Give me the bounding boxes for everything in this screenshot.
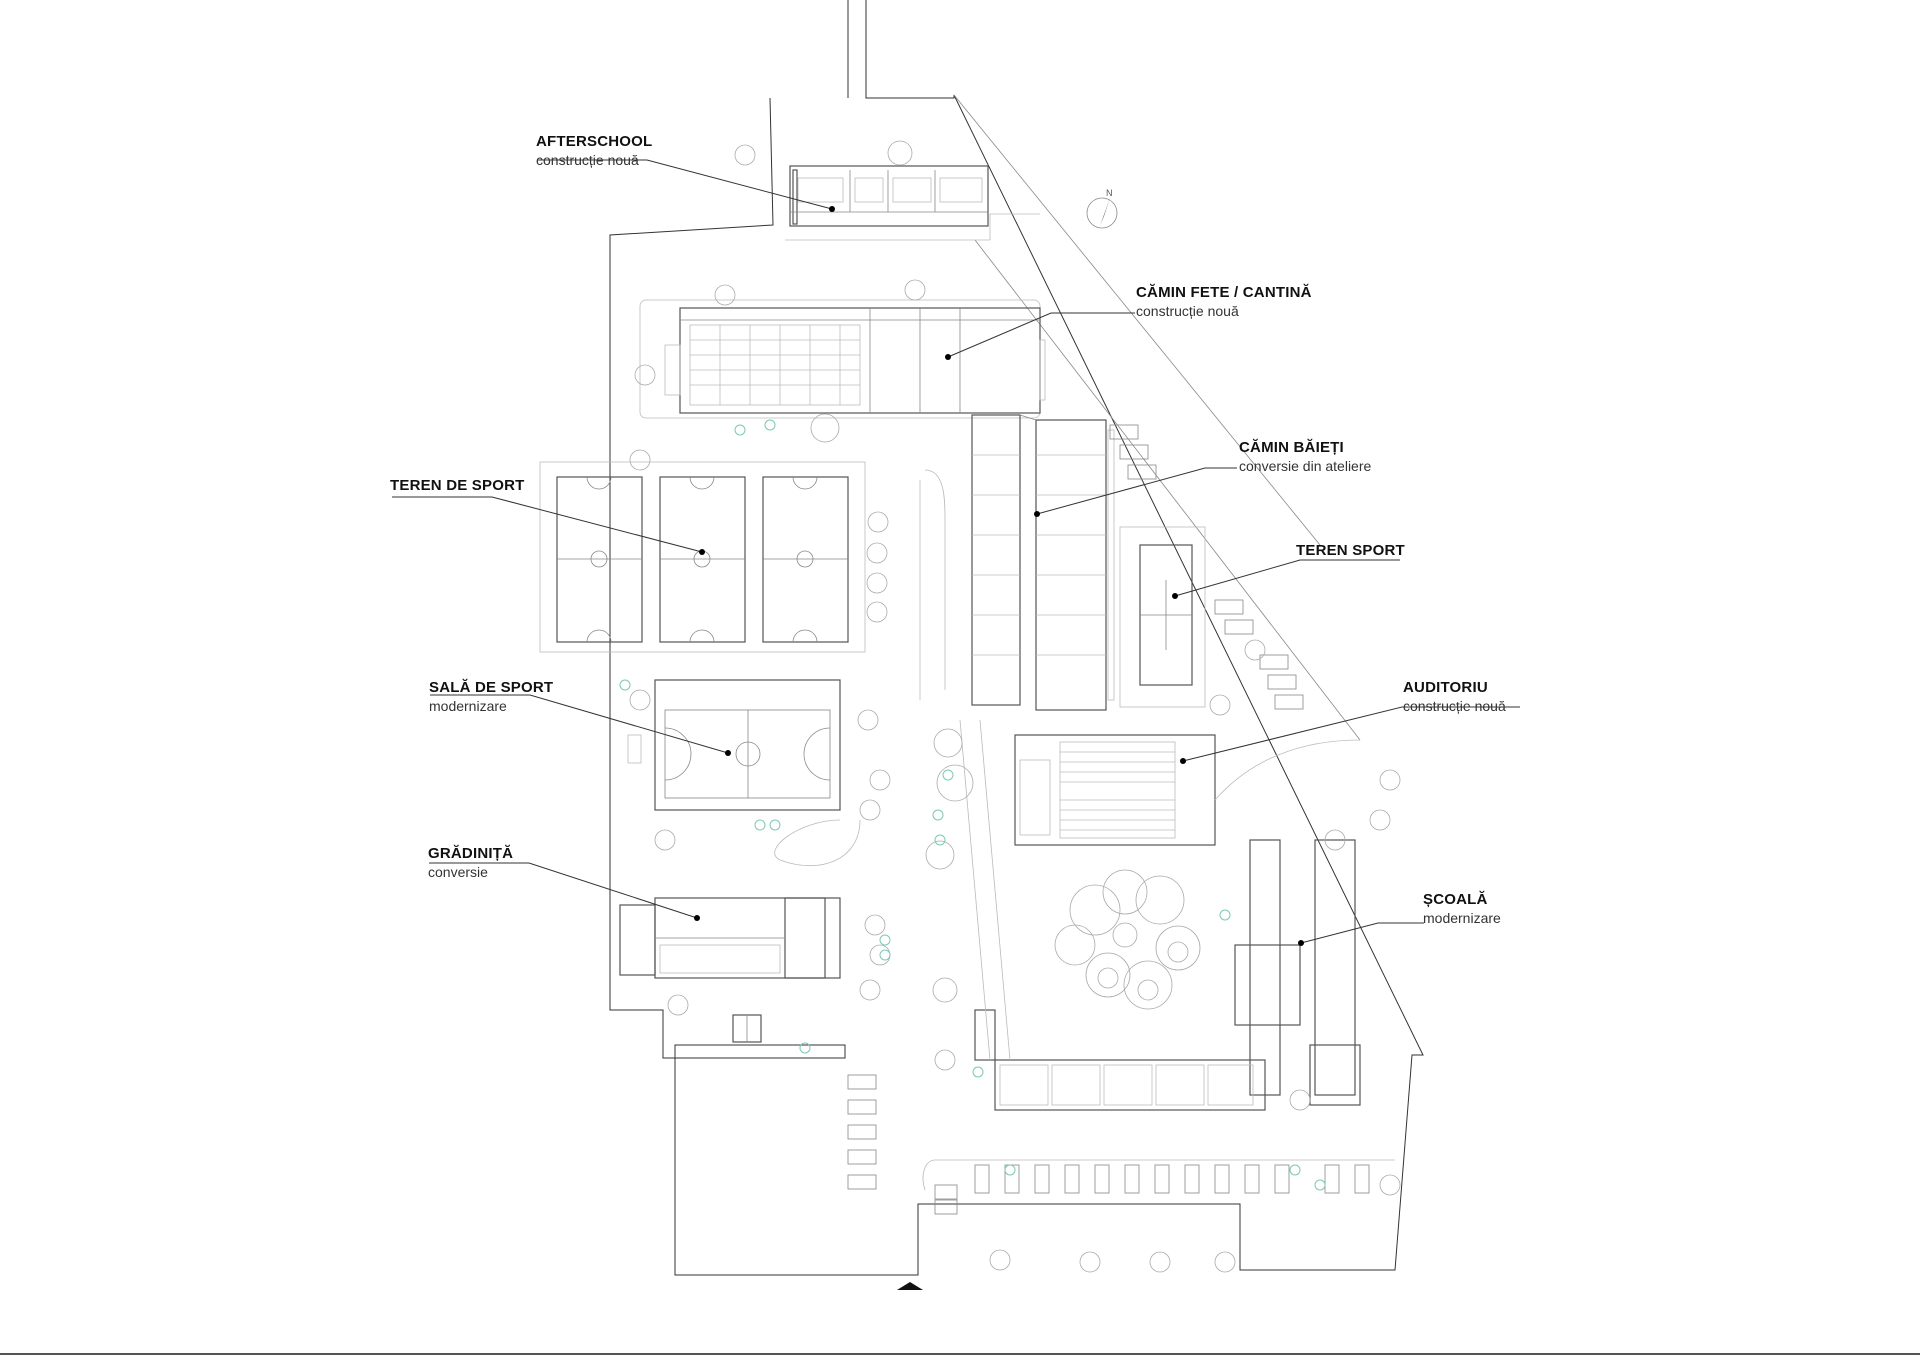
label-gradinita-subtitle: conversie: [428, 864, 488, 880]
site-boundary: [609, 0, 1424, 1276]
entrance-marker: [897, 1282, 923, 1290]
parking: [847, 424, 1370, 1215]
label-camin-baieti-subtitle: conversie din ateliere: [1239, 458, 1372, 474]
label-camin-fete: CĂMIN FETE / CANTINĂ construcție nouă: [1136, 283, 1312, 320]
sport-fields: [539, 461, 866, 653]
label-gradinita-title: GRĂDINIȚĂ: [428, 845, 514, 862]
boys-dorm-building: [971, 414, 1115, 711]
label-auditoriu: AUDITORIU construcție nouă: [1403, 678, 1506, 715]
tennis-court: [1119, 526, 1206, 708]
label-sala-de-sport-title: SALĂ DE SPORT: [429, 679, 554, 696]
label-teren-de-sport-title: TEREN DE SPORT: [390, 477, 525, 494]
bottom-rule: [0, 1353, 1920, 1355]
label-sala-de-sport-subtitle: modernizare: [429, 698, 507, 714]
label-camin-fete-subtitle: construcție nouă: [1136, 303, 1239, 319]
site-paths: [774, 469, 1395, 1191]
afterschool-building: [785, 165, 1040, 241]
label-teren-de-sport: TEREN DE SPORT: [390, 476, 524, 495]
label-auditoriu-title: AUDITORIU: [1403, 679, 1488, 696]
kindergarten: [619, 897, 841, 1043]
label-camin-baieti-title: CĂMIN BĂIEȚI: [1239, 439, 1344, 456]
label-scoala-title: ȘCOALĂ: [1423, 891, 1488, 908]
auditorium: [1014, 734, 1216, 846]
canteen-building: [639, 299, 1046, 419]
label-camin-fete-title: CĂMIN FETE / CANTINĂ: [1136, 284, 1312, 301]
circular-garden: [1054, 869, 1201, 1010]
label-scoala-subtitle: modernizare: [1423, 910, 1501, 926]
label-afterschool: AFTERSCHOOL construcție nouă: [536, 132, 652, 169]
north-arrow: N: [1086, 188, 1118, 229]
sports-hall: [627, 679, 841, 811]
label-gradinita: GRĂDINIȚĂ conversie: [428, 844, 513, 881]
school-building: [974, 839, 1361, 1111]
label-afterschool-subtitle: construcție nouă: [536, 152, 639, 168]
trees: [619, 140, 1401, 1273]
leader-lines: [392, 159, 1520, 946]
label-scoala: ȘCOALĂ modernizare: [1423, 890, 1501, 927]
north-letter: N: [1106, 188, 1113, 198]
label-auditoriu-subtitle: construcție nouă: [1403, 698, 1506, 714]
label-teren-sport: TEREN SPORT: [1296, 541, 1405, 560]
label-camin-baieti: CĂMIN BĂIEȚI conversie din ateliere: [1239, 438, 1371, 475]
label-sala-de-sport: SALĂ DE SPORT modernizare: [429, 678, 553, 715]
label-afterschool-title: AFTERSCHOOL: [536, 133, 653, 150]
label-teren-sport-title: TEREN SPORT: [1296, 542, 1405, 559]
